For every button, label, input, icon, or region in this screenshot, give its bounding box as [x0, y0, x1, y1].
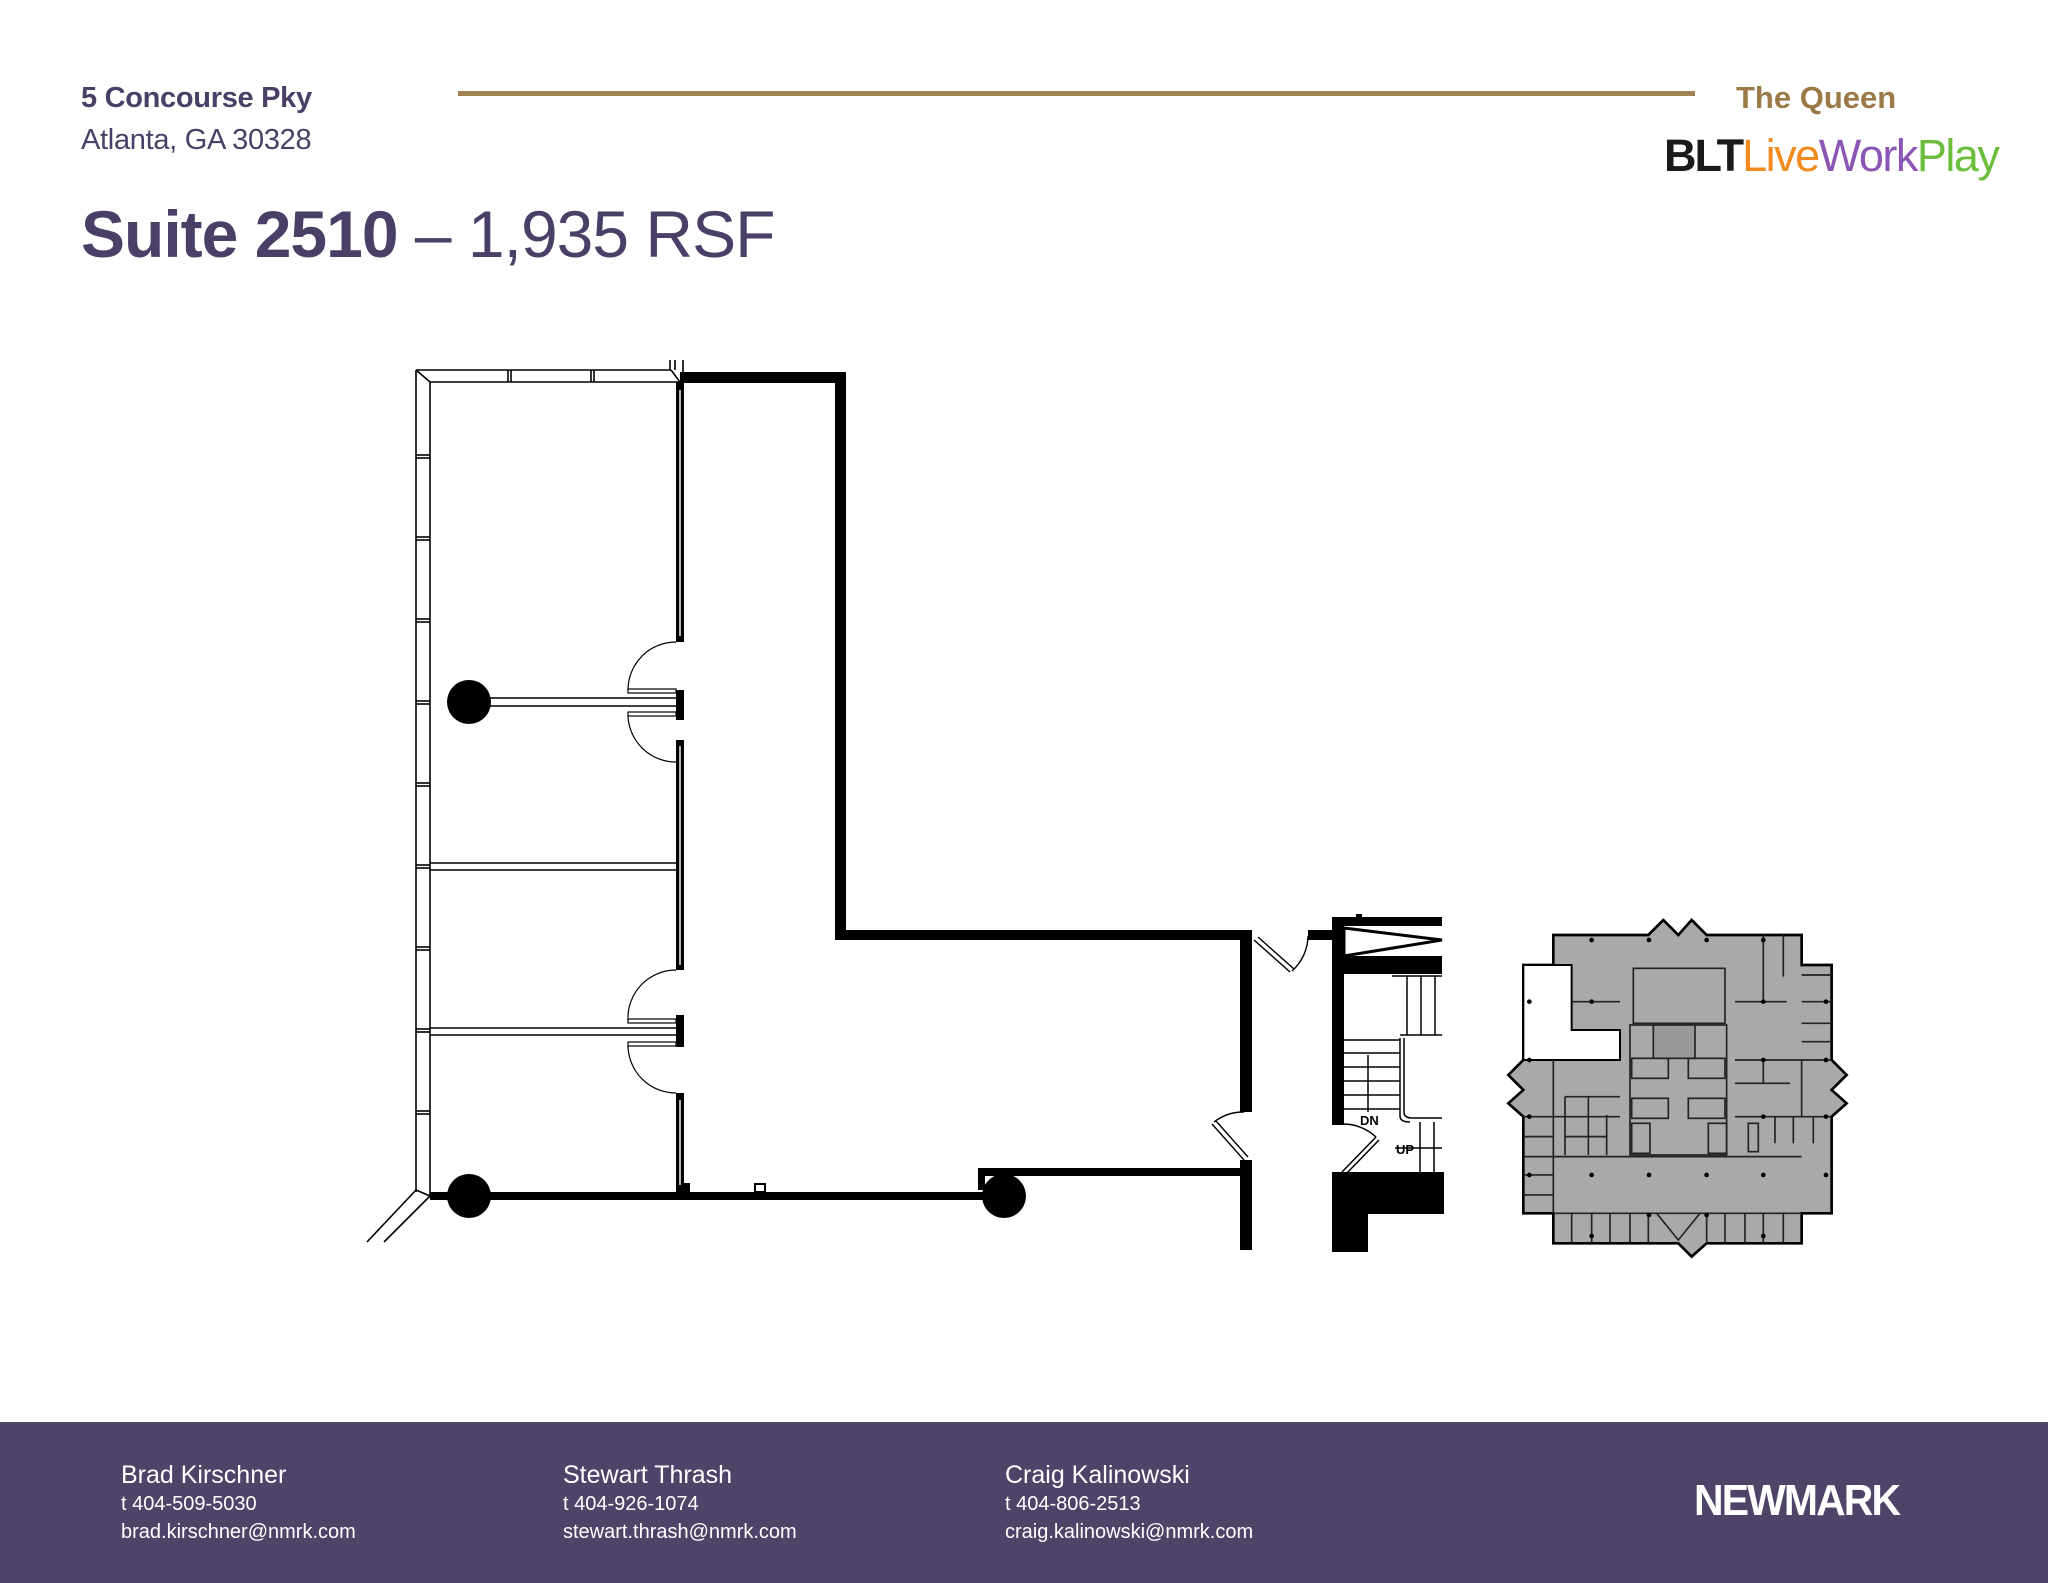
key-plan — [1506, 918, 1849, 1259]
brand-part-live: Live — [1742, 130, 1820, 181]
walls — [430, 372, 1252, 1250]
door-office-1 — [627, 641, 677, 763]
suite-area: 1,935 RSF — [467, 197, 775, 271]
stair-label-down: DN — [1360, 1113, 1379, 1128]
contact-phone[interactable]: t 404-806-2513 — [1005, 1493, 1141, 1515]
address-line-2: Atlanta, GA 30328 — [81, 124, 312, 156]
door-corridor-south — [1211, 1111, 1249, 1161]
doors — [627, 641, 1309, 1161]
header-divider — [458, 91, 1695, 96]
contact-card: Craig Kalinowski t 404-806-2513 craig.ka… — [1005, 1460, 1253, 1546]
brand-logo: BLTLiveWorkPlay — [1664, 130, 2000, 182]
window-wall-corner — [366, 1189, 431, 1243]
suite-label: Suite 2510 — [81, 197, 399, 271]
brand-part-blt: BLT — [1664, 130, 1744, 181]
contact-name: Craig Kalinowski — [1005, 1461, 1190, 1489]
contact-email[interactable]: craig.kalinowski@nmrk.com — [1005, 1521, 1254, 1543]
brand-part-work: Work — [1818, 130, 1919, 181]
contact-email[interactable]: stewart.thrash@nmrk.com — [563, 1521, 797, 1543]
contact-name: Brad Kirschner — [121, 1461, 287, 1489]
newmark-logo: NEWMARK — [1694, 1476, 1901, 1525]
contact-email[interactable]: brad.kirschner@nmrk.com — [121, 1521, 356, 1543]
contact-card: Stewart Thrash t 404-926-1074 stewart.th… — [563, 1460, 797, 1546]
title-separator: – — [397, 197, 468, 271]
address-line-1: 5 Concourse Pky — [81, 82, 312, 114]
footer: Brad Kirschner t 404-509-5030 brad.kirsc… — [0, 1422, 2048, 1583]
building-name: The Queen — [1736, 80, 1897, 115]
suite-plan — [366, 360, 684, 1243]
brand-part-play: Play — [1916, 130, 2000, 181]
window-wall-top — [415, 360, 684, 383]
door-corridor-north — [1253, 935, 1309, 973]
contact-phone[interactable]: t 404-926-1074 — [563, 1493, 699, 1515]
contact-name: Stewart Thrash — [563, 1461, 733, 1489]
contact-phone[interactable]: t 404-509-5030 — [121, 1493, 257, 1515]
stair-label-up: UP — [1396, 1142, 1414, 1157]
door-office-2 — [627, 969, 677, 1094]
floor-plan: DN UP — [366, 360, 1849, 1259]
contact-card: Brad Kirschner t 404-509-5030 brad.kirsc… — [121, 1460, 356, 1546]
page-title: Suite 2510 – 1,935 RSF — [81, 196, 775, 272]
window-wall-left — [415, 370, 431, 1195]
stair-core: DN UP — [1308, 914, 1444, 1252]
partitions — [430, 697, 676, 1036]
